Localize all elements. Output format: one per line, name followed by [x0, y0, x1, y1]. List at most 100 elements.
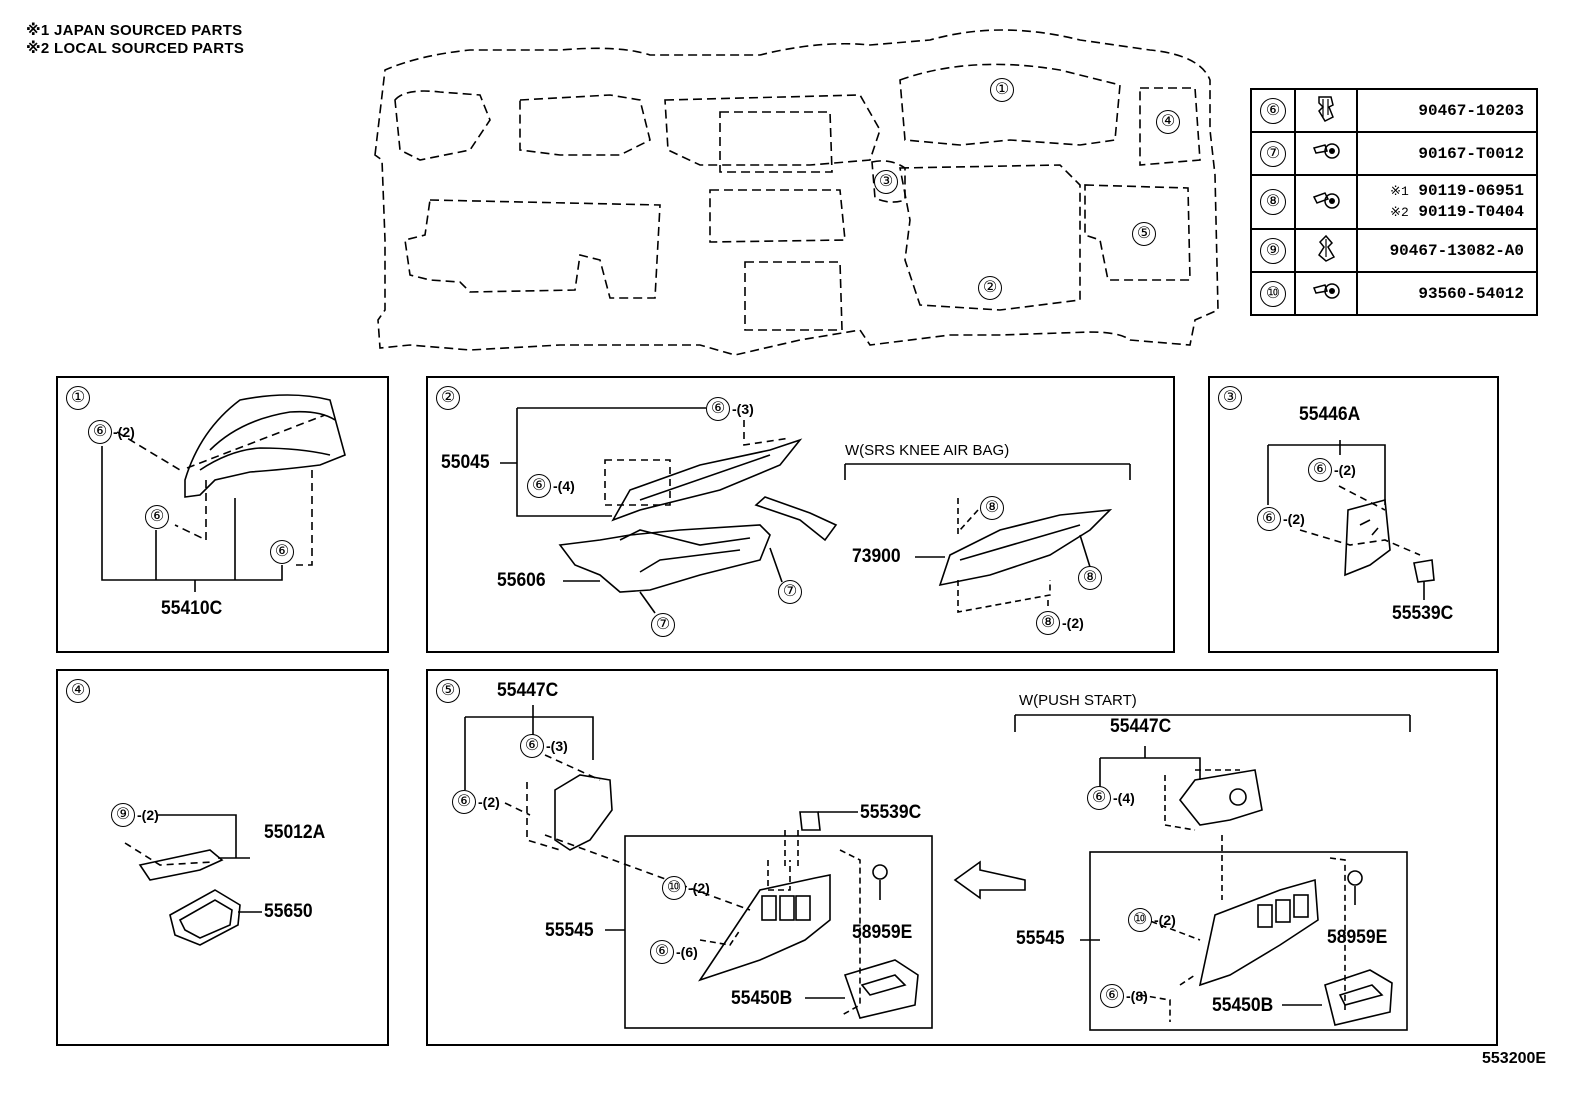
panel-5 — [426, 669, 1498, 1046]
legend-local-sourced: ※2 LOCAL SOURCED PARTS — [26, 40, 245, 57]
table-row: ⑩ 93560-54012 — [1250, 271, 1538, 316]
figure-id: 553200E — [1482, 1050, 1547, 1067]
panel2-drawing — [500, 407, 1131, 614]
callout-10: ⑩ — [1128, 908, 1152, 932]
screw-icon — [1311, 283, 1341, 307]
ref-callout: ⑨ — [1260, 237, 1286, 264]
part-label-55447c: 55447C — [497, 680, 559, 701]
part-label-55447c: 55447C — [1110, 716, 1172, 737]
part-number: 90119-06951 — [1418, 182, 1524, 200]
table-row: ⑥ 90467-10203 — [1250, 88, 1538, 133]
callout-8: ⑧ — [1078, 566, 1102, 590]
table-row: ⑨ 90467-13082-A0 — [1250, 228, 1538, 273]
callout-8: ⑧ — [1036, 611, 1060, 635]
qty: -(4) — [1113, 790, 1135, 806]
table-row: ⑦ 90167-T0012 — [1250, 131, 1538, 176]
panel5-drawing — [464, 705, 1411, 1031]
condition-push-start: W(PUSH START) — [1019, 692, 1137, 709]
japan-mark: ※1 — [1390, 184, 1409, 199]
part-number: 90467-10203 — [1418, 101, 1524, 120]
part-label-55539c: 55539C — [1392, 603, 1454, 624]
ref-callout: ⑥ — [1260, 97, 1286, 124]
panel-1 — [56, 376, 389, 653]
panel-3 — [1208, 376, 1499, 653]
fastener-table: ⑥ 90467-10203 ⑦ 90167-T0012 ⑧ ※1 90119-0… — [1250, 88, 1538, 316]
screw-icon — [1311, 191, 1341, 219]
legend-japan-sourced: ※1 JAPAN SOURCED PARTS — [26, 22, 243, 39]
callout-10: ⑩ — [662, 876, 686, 900]
qty: -(2) — [1283, 511, 1305, 527]
overview-callout-4: ④ — [1156, 110, 1180, 134]
ref-callout: ⑦ — [1260, 140, 1286, 167]
callout-6: ⑥ — [452, 790, 476, 814]
callout-6: ⑥ — [1100, 984, 1124, 1008]
instrument-panel-outline — [374, 29, 1219, 356]
part-label-55410c: 55410C — [161, 598, 223, 619]
ref-callout: ⑧ — [1260, 189, 1286, 215]
panel-4 — [56, 669, 389, 1046]
part-label-55650: 55650 — [264, 901, 313, 922]
overview-callout-1: ① — [990, 78, 1014, 102]
qty: -(2) — [1062, 615, 1084, 631]
callout-6: ⑥ — [650, 940, 674, 964]
overview-callout-3: ③ — [874, 170, 898, 194]
callout-6: ⑥ — [520, 734, 544, 758]
panel4-drawing — [124, 814, 262, 946]
part-label-55450b: 55450B — [1212, 995, 1274, 1016]
part-label-55045: 55045 — [441, 452, 490, 473]
panel1-drawing — [101, 394, 346, 592]
part-label-58959e: 58959E — [1327, 927, 1388, 948]
callout-6: ⑥ — [1308, 458, 1332, 482]
qty: -(2) — [137, 807, 159, 823]
callout-6: ⑥ — [270, 540, 294, 564]
qty: -(2) — [1334, 462, 1356, 478]
part-label-55012a: 55012A — [264, 822, 326, 843]
table-row: ⑧ ※1 90119-06951 ※2 90119-T0404 — [1250, 174, 1538, 230]
qty: -(2) — [478, 794, 500, 810]
qty: -(6) — [676, 944, 698, 960]
callout-7: ⑦ — [778, 580, 802, 604]
part-label-58959e: 58959E — [852, 922, 913, 943]
qty: -(4) — [553, 478, 575, 494]
panel-2 — [426, 376, 1175, 653]
overview-callout-5: ⑤ — [1132, 222, 1156, 246]
part-label-55539c: 55539C — [860, 802, 922, 823]
callout-9: ⑨ — [111, 803, 135, 827]
callout-6: ⑥ — [88, 420, 112, 444]
qty: -(2) — [113, 424, 135, 440]
overview-callout-2: ② — [978, 276, 1002, 300]
part-number: 90467-13082-A0 — [1389, 241, 1524, 260]
callout-6: ⑥ — [145, 505, 169, 529]
local-mark: ※2 — [1390, 205, 1409, 220]
callout-7: ⑦ — [651, 613, 675, 637]
part-number: 93560-54012 — [1418, 284, 1524, 303]
condition-srs-knee-airbag: W(SRS KNEE AIR BAG) — [845, 442, 1010, 459]
part-label-55545: 55545 — [545, 920, 594, 941]
callout-6: ⑥ — [706, 397, 730, 421]
part-label-73900: 73900 — [852, 546, 901, 567]
qty: -(2) — [1154, 912, 1176, 928]
clip-icon — [1314, 234, 1338, 267]
qty: -(8) — [1126, 988, 1148, 1004]
screw-icon — [1311, 143, 1341, 167]
qty: -(3) — [732, 401, 754, 417]
part-number: 90119-T0404 — [1418, 203, 1524, 221]
qty: -(2) — [688, 880, 710, 896]
panel2-id: ② — [436, 386, 460, 410]
clip-icon — [1313, 96, 1339, 127]
panel1-id: ① — [66, 386, 90, 410]
panel3-id: ③ — [1218, 386, 1242, 410]
part-label-55450b: 55450B — [731, 988, 793, 1009]
callout-6: ⑥ — [1257, 507, 1281, 531]
panel3-drawing — [1267, 440, 1435, 600]
qty: -(3) — [546, 738, 568, 754]
part-label-55606: 55606 — [497, 570, 546, 591]
callout-8: ⑧ — [980, 496, 1004, 520]
ref-callout: ⑩ — [1260, 280, 1286, 307]
part-label-55446a: 55446A — [1299, 404, 1361, 425]
part-number: 90167-T0012 — [1418, 144, 1524, 163]
callout-6: ⑥ — [1087, 786, 1111, 810]
callout-6: ⑥ — [527, 474, 551, 498]
panel4-id: ④ — [66, 679, 90, 703]
